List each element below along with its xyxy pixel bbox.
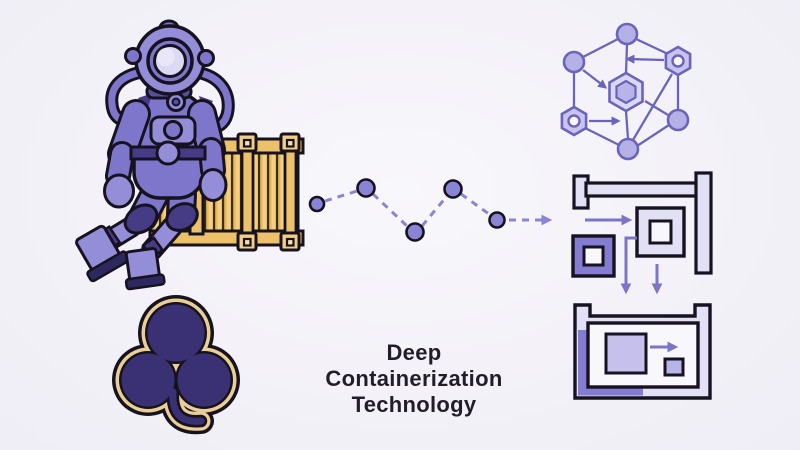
network-circle-node — [562, 50, 586, 74]
diver-right-mitt — [198, 168, 228, 202]
container-corner-fittings — [236, 132, 301, 252]
tray-small-square — [663, 357, 685, 377]
deep-sea-diver-illustration — [75, 19, 235, 291]
bracket-top-bar — [584, 181, 700, 198]
diver-knee-pad — [123, 203, 159, 235]
network-circle-node — [615, 22, 639, 46]
network-circle-node — [666, 108, 690, 132]
hexagon-network-diagram — [560, 22, 692, 161]
diver-knee-pad — [165, 202, 199, 232]
diver-left-mitt — [103, 173, 135, 209]
path-node — [356, 178, 376, 198]
clover-icon — [112, 295, 240, 435]
diver-arms — [103, 99, 228, 209]
diver-lower-legs — [75, 202, 199, 291]
tray-big-square — [604, 332, 648, 375]
container-tray-diagram — [573, 303, 712, 400]
path-node — [405, 222, 425, 242]
title-line-2: Containerization — [325, 366, 503, 391]
path-node — [488, 211, 506, 229]
path-node — [443, 179, 463, 199]
container-post — [240, 149, 255, 236]
flow-elbow-arrow-down — [620, 236, 637, 295]
title-line-3: Technology — [351, 392, 477, 417]
network-circle-node — [616, 137, 640, 161]
dashed-zigzag-path — [308, 178, 553, 242]
network-arrows — [582, 54, 665, 126]
diver-belt-buckle — [155, 140, 181, 166]
nested-squares-flow-diagram — [571, 171, 713, 295]
diver-helmet — [124, 19, 215, 112]
title-line-1: Deep — [386, 340, 442, 365]
diver-right-boot — [124, 246, 166, 291]
helmet-side-bolt — [124, 47, 142, 65]
network-edges — [572, 37, 680, 147]
path-node — [308, 195, 326, 213]
bracket-right-bar — [694, 171, 713, 275]
purple-nested-square — [571, 234, 616, 278]
container-post — [283, 149, 298, 236]
tray-purple-fill — [578, 330, 643, 396]
helmet-side-bolt — [197, 49, 215, 67]
page-title: Deep Containerization Technology — [325, 340, 502, 418]
diver-chest-dial — [163, 120, 183, 140]
